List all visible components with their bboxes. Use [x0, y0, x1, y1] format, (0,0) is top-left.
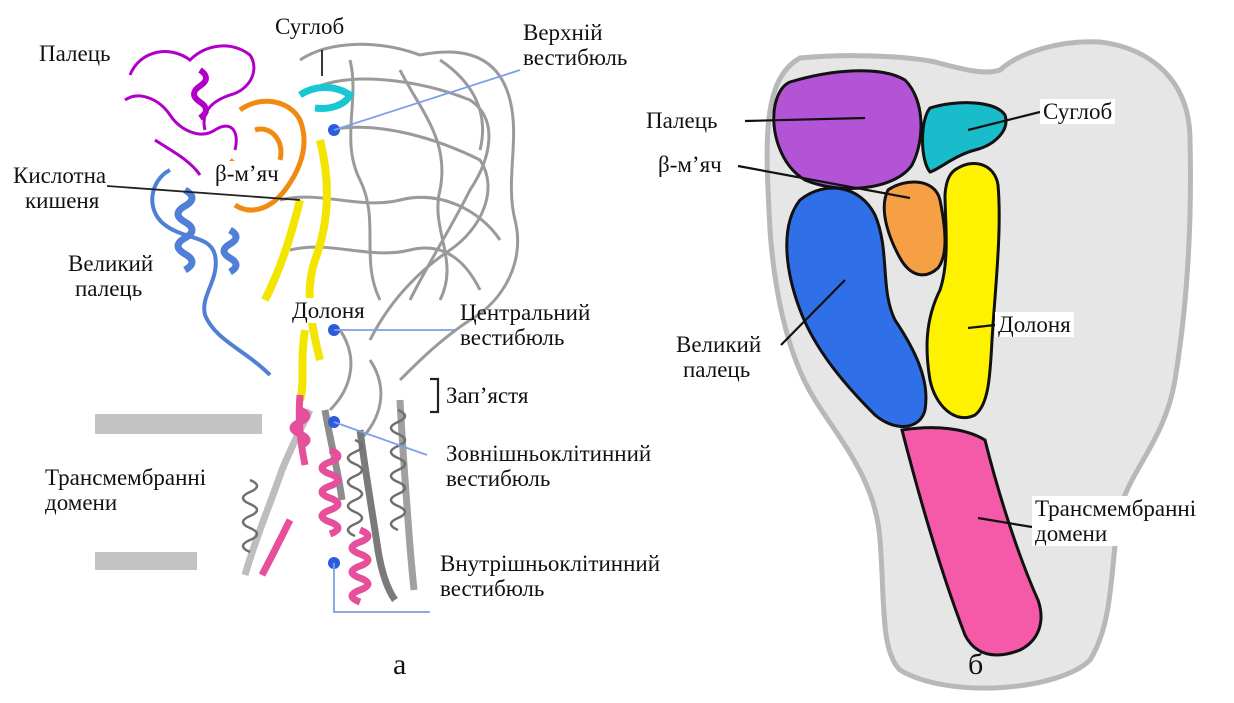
label-upper-vestibule: Верхній вестибюль [523, 20, 627, 70]
label-acid-pocket: Кислотна кишеня [13, 163, 106, 213]
transmembrane-domain-ribbon [262, 395, 368, 602]
gray-subunits-ribbon [280, 44, 518, 440]
label-knuckle-a: Суглоб [275, 14, 344, 39]
finger-domain-shape [774, 71, 921, 189]
thumb-domain-ribbon [152, 170, 270, 375]
label-central-vestibule: Центральний вестибюль [460, 300, 590, 350]
label-extracellular-vestibule: Зовнішньоклітинний вестибюль [446, 441, 651, 491]
label-palm-b: Долоня [995, 312, 1074, 337]
membrane-bar-bottom [95, 552, 197, 570]
label-transmembrane-b: Трансмембранні домени [1032, 496, 1199, 546]
finger-domain-ribbon [125, 46, 254, 175]
label-finger-a: Палець [39, 41, 111, 66]
label-finger-b: Палець [646, 108, 718, 133]
label-thumb-a: Великий палець [68, 251, 153, 301]
label-beta-ball-b: β-м’яч [658, 152, 722, 177]
membrane-bar-top [95, 414, 262, 434]
wrist-bracket [430, 379, 438, 412]
label-beta-ball-a: β-м’яч [212, 161, 282, 186]
caption-panel-a: а [393, 648, 406, 682]
gray-helix-coils [243, 410, 405, 552]
beta-ball-ribbon [230, 101, 304, 210]
label-thumb-b: Великий палець [676, 332, 761, 382]
caption-panel-b: б [968, 648, 983, 682]
label-knuckle-b: Суглоб [1040, 99, 1115, 124]
label-transmembrane-a: Трансмембранні домени [45, 465, 206, 515]
label-intracellular-vestibule: Внутрішньоклітинний вестибюль [440, 551, 660, 601]
knuckle-domain-ribbon [300, 88, 350, 109]
label-palm-a: Долоня [289, 298, 368, 323]
label-wrist: Зап’ястя [446, 383, 529, 408]
